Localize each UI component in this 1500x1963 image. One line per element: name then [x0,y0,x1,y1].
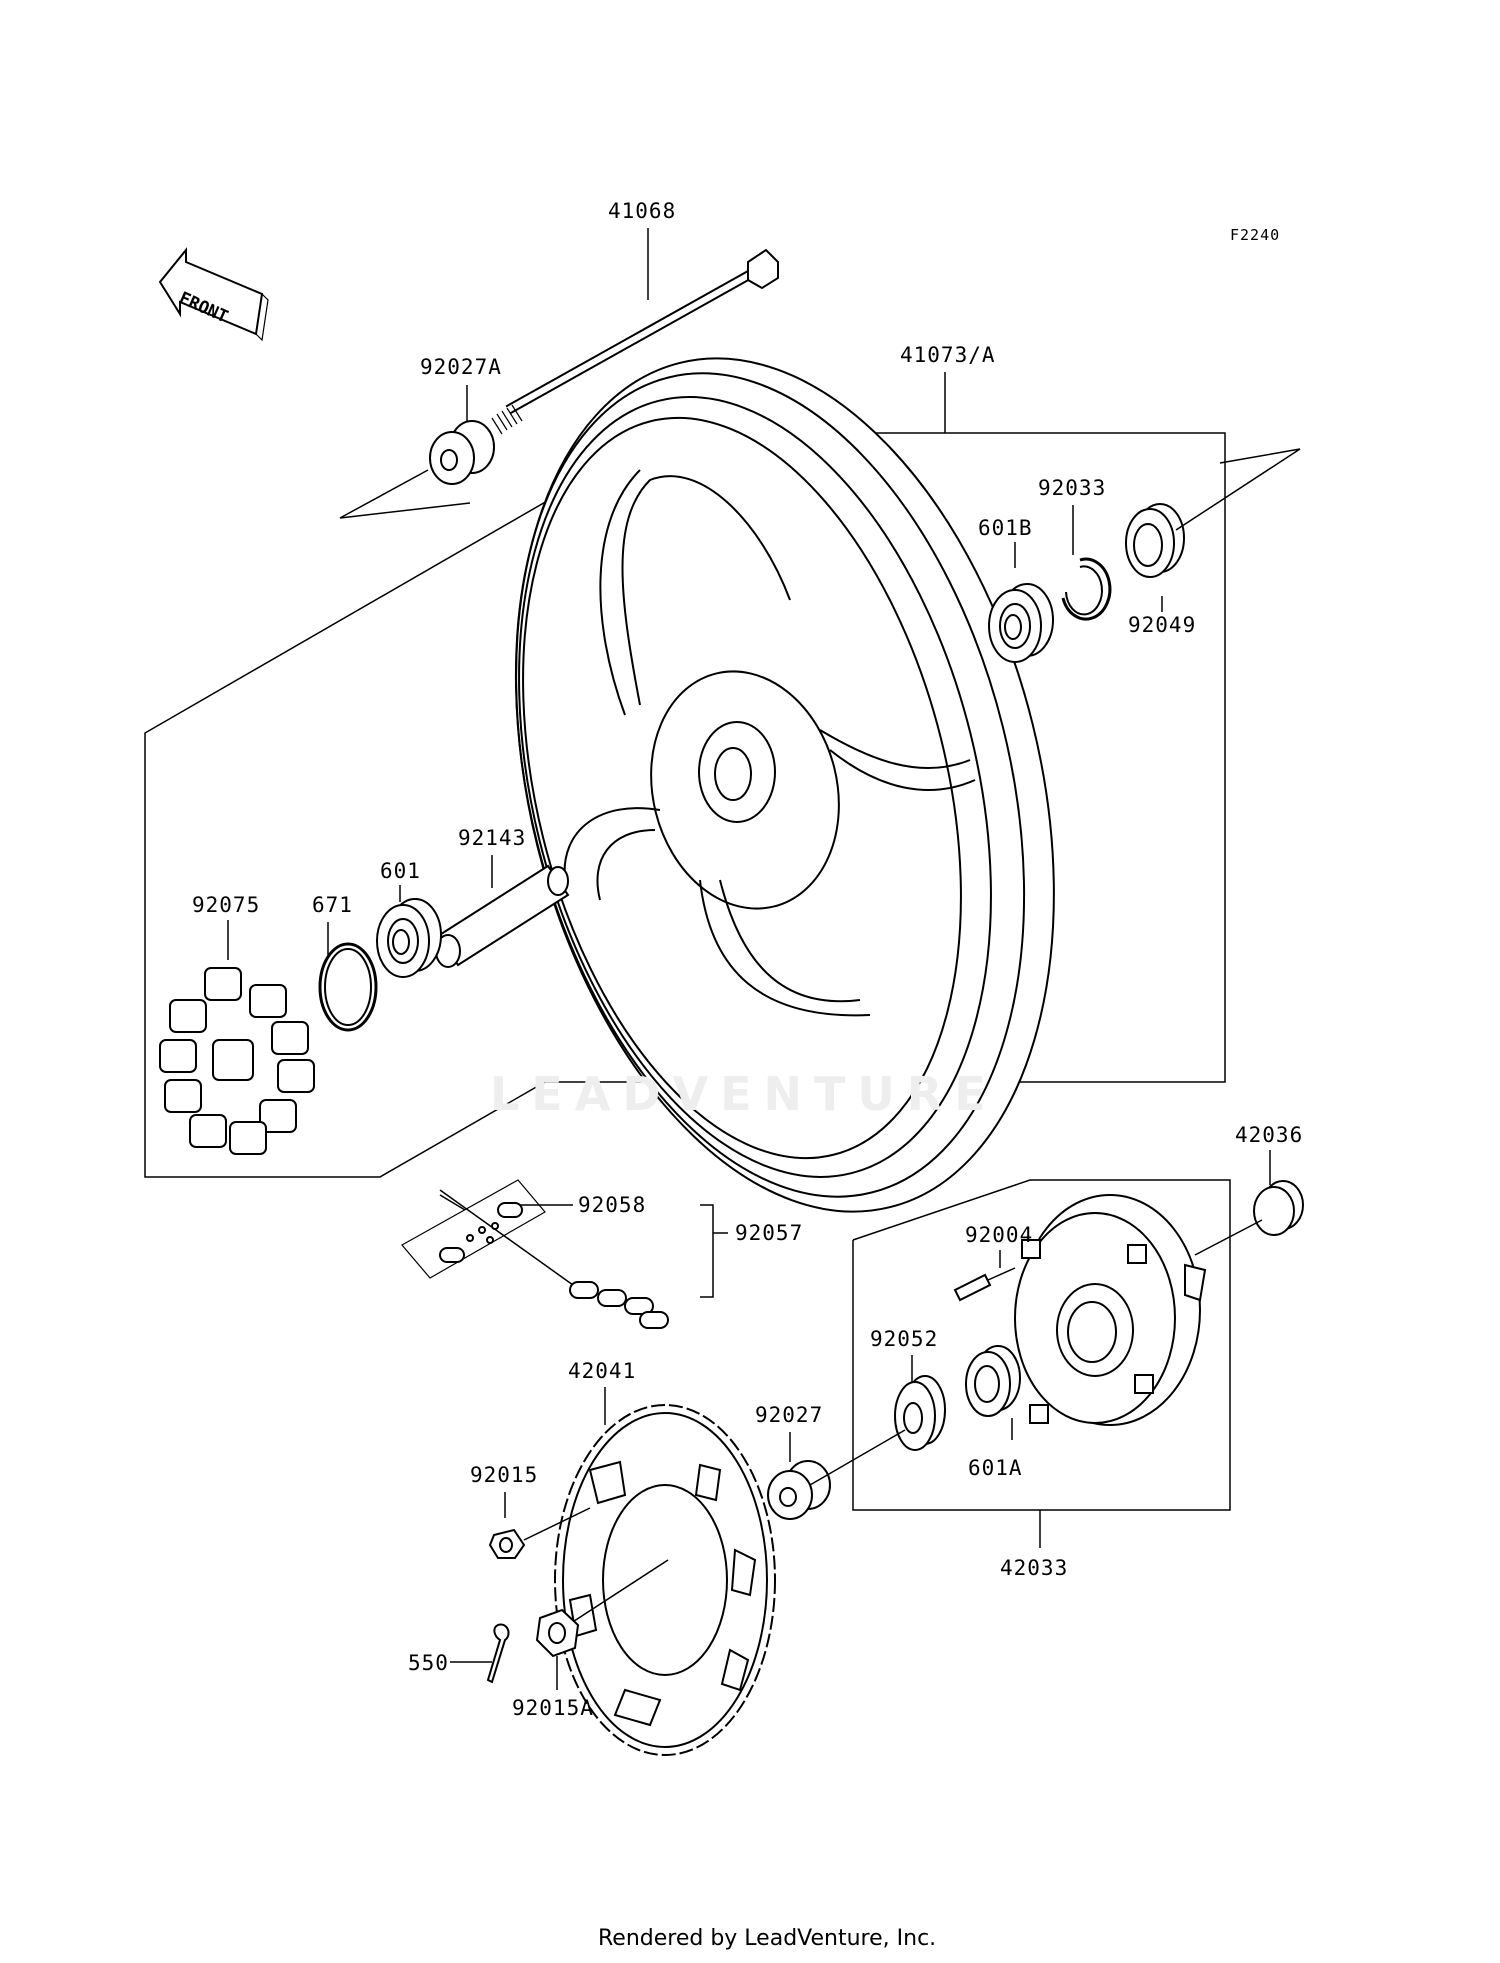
nut-92015 [488,1492,591,1559]
label-550: 550 [408,1651,449,1675]
circlip-92033 [1061,505,1112,621]
spacer-92143 [435,855,570,968]
collar-42036 [1194,1150,1304,1256]
castle-nut-92015A [535,1608,580,1690]
seal-92052 [894,1355,946,1451]
label-92075: 92075 [192,893,260,917]
damper-92075 [159,920,315,1155]
label-92004: 92004 [965,1223,1033,1247]
label-92033: 92033 [1038,476,1106,500]
label-92015: 92015 [470,1463,538,1487]
label-92057: 92057 [735,1221,803,1245]
label-92027A: 92027A [420,355,502,379]
bearing-601A [965,1345,1021,1440]
collar-92027 [767,1429,906,1520]
wheel-group-outline [144,432,1226,1178]
front-arrow-icon: FRONT [158,247,269,342]
cotter-pin-550 [450,1623,510,1684]
wheel-41073A [514,357,1055,1213]
footer-credit: Rendered by LeadVenture, Inc. [598,1926,936,1951]
label-601B: 601B [978,516,1033,540]
oring-671 [318,922,378,1032]
label-92027: 92027 [755,1403,823,1427]
chain-92057 [401,1179,728,1329]
collar-92027A [339,385,495,519]
label-601: 601 [380,859,421,883]
label-92015A: 92015A [512,1696,594,1720]
label-41068: 41068 [608,199,676,223]
label-42036: 42036 [1235,1123,1303,1147]
label-41073A: 41073/A [900,343,996,367]
bearing-601 [376,885,442,978]
seal-92049 [1125,448,1301,612]
label-42033: 42033 [1000,1556,1068,1580]
stud-92004 [953,1250,1016,1302]
hub-42033 [1014,1194,1207,1426]
bearing-601B [988,542,1054,663]
label-601A: 601A [968,1456,1023,1480]
sprocket-42041 [554,1387,776,1756]
label-92049: 92049 [1128,613,1196,637]
figure-code: F2240 [1230,226,1280,244]
label-92143: 92143 [458,826,526,850]
axle-41068 [491,228,779,435]
label-92058: 92058 [578,1193,646,1217]
label-92052: 92052 [870,1327,938,1351]
hub-group-outline [852,1179,1231,1511]
label-671: 671 [312,893,353,917]
label-42041: 42041 [568,1359,636,1383]
watermark: LEADVENTURE [490,1067,998,1121]
